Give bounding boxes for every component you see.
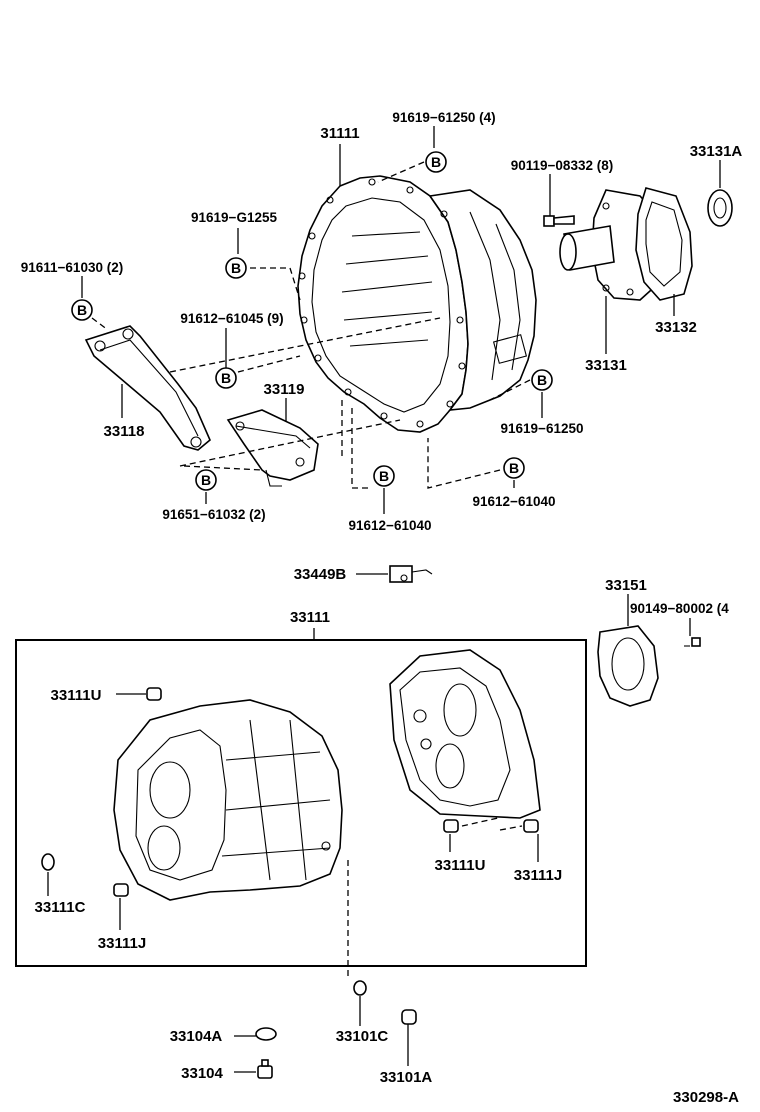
label-33132: 33132: [655, 319, 697, 336]
plug-33101C: [353, 980, 367, 996]
label-91612-61040-b: 91612−61040: [473, 494, 556, 509]
transmission-case-left: [113, 699, 343, 901]
svg-text:B: B: [77, 302, 87, 318]
label-31111-top: 31111: [320, 125, 359, 142]
label-33131: 33131: [585, 357, 627, 374]
label-33104: 33104: [181, 1065, 223, 1082]
svg-text:B: B: [431, 154, 441, 170]
label-33118: 33118: [104, 423, 145, 440]
plug-33111C: [41, 853, 55, 871]
diagram-id: 330298-A: [673, 1089, 739, 1106]
bolt-90149: [684, 637, 701, 647]
svg-text:B: B: [509, 460, 519, 476]
bolt-marker-b-2: B: [225, 257, 247, 279]
transmission-case-right: [389, 649, 541, 819]
svg-text:B: B: [231, 260, 241, 276]
bolt-marker-b-8: B: [503, 457, 525, 479]
pin-33111J-a: [113, 883, 129, 897]
label-33101C: 33101C: [336, 1028, 389, 1045]
oil-seal-33131A: [707, 189, 733, 227]
svg-text:B: B: [221, 370, 231, 386]
label-91619-61250: 91619−61250: [501, 421, 584, 436]
label-33111J-a: 33111J: [98, 935, 146, 952]
label-33104A: 33104A: [170, 1028, 223, 1045]
part-labels: 31111 91619−61250 (4) 33131A 90119−08332…: [21, 110, 743, 1106]
bracket-33119: [226, 409, 319, 487]
label-91651-61032-2: 91651−61032 (2): [162, 507, 265, 522]
label-91612-61045-9: 91612−61045 (9): [180, 311, 283, 326]
label-91611-61030-2: 91611−61030 (2): [21, 260, 123, 275]
label-33119: 33119: [264, 381, 305, 398]
label-33111U-a: 33111U: [51, 687, 102, 704]
pin-33111U-b: [443, 819, 459, 833]
clutch-housing-31111: [297, 175, 537, 433]
label-91619-61250-4: 91619−61250 (4): [392, 110, 495, 125]
svg-text:B: B: [379, 468, 389, 484]
gasket-33132: [635, 187, 693, 301]
bolt-marker-b-1: B: [425, 151, 447, 173]
washer-33104A: [255, 1027, 277, 1041]
bolt-marker-b-5: B: [531, 369, 553, 391]
svg-text:B: B: [537, 372, 547, 388]
pin-33111U-a: [146, 687, 162, 701]
label-33111C: 33111C: [35, 899, 86, 916]
leader-lines: [47, 126, 721, 1073]
label-33131A: 33131A: [690, 143, 743, 160]
bracket-33118: [84, 325, 211, 451]
plug-33104: [257, 1059, 273, 1079]
label-33111-box: 33111: [290, 609, 330, 626]
bolt-90119: [543, 215, 575, 227]
label-91612-61040-a: 91612−61040: [349, 518, 432, 533]
label-90119-08332-8: 90119−08332 (8): [511, 158, 613, 173]
bolt-marker-b-6: B: [195, 469, 217, 491]
label-33101A: 33101A: [380, 1069, 433, 1086]
clip-33449B: [389, 565, 433, 583]
bolt-marker-b-4: B: [215, 367, 237, 389]
label-33151: 33151: [605, 577, 647, 594]
svg-text:B: B: [201, 472, 211, 488]
label-33111U-b: 33111U: [435, 857, 486, 874]
plug-33101A: [401, 1009, 417, 1025]
pin-33111J-b: [523, 819, 539, 833]
bolt-marker-b-3: B: [71, 299, 93, 321]
label-33449B: 33449B: [294, 566, 347, 583]
case-assembly-box: [15, 639, 587, 967]
label-91619-G1255: 91619−G1255: [191, 210, 277, 225]
label-90149-80002-4: 90149−80002 (4: [630, 601, 729, 616]
label-33111J-b: 33111J: [514, 867, 562, 884]
cover-33151: [597, 625, 659, 707]
bolt-marker-b-7: B: [373, 465, 395, 487]
